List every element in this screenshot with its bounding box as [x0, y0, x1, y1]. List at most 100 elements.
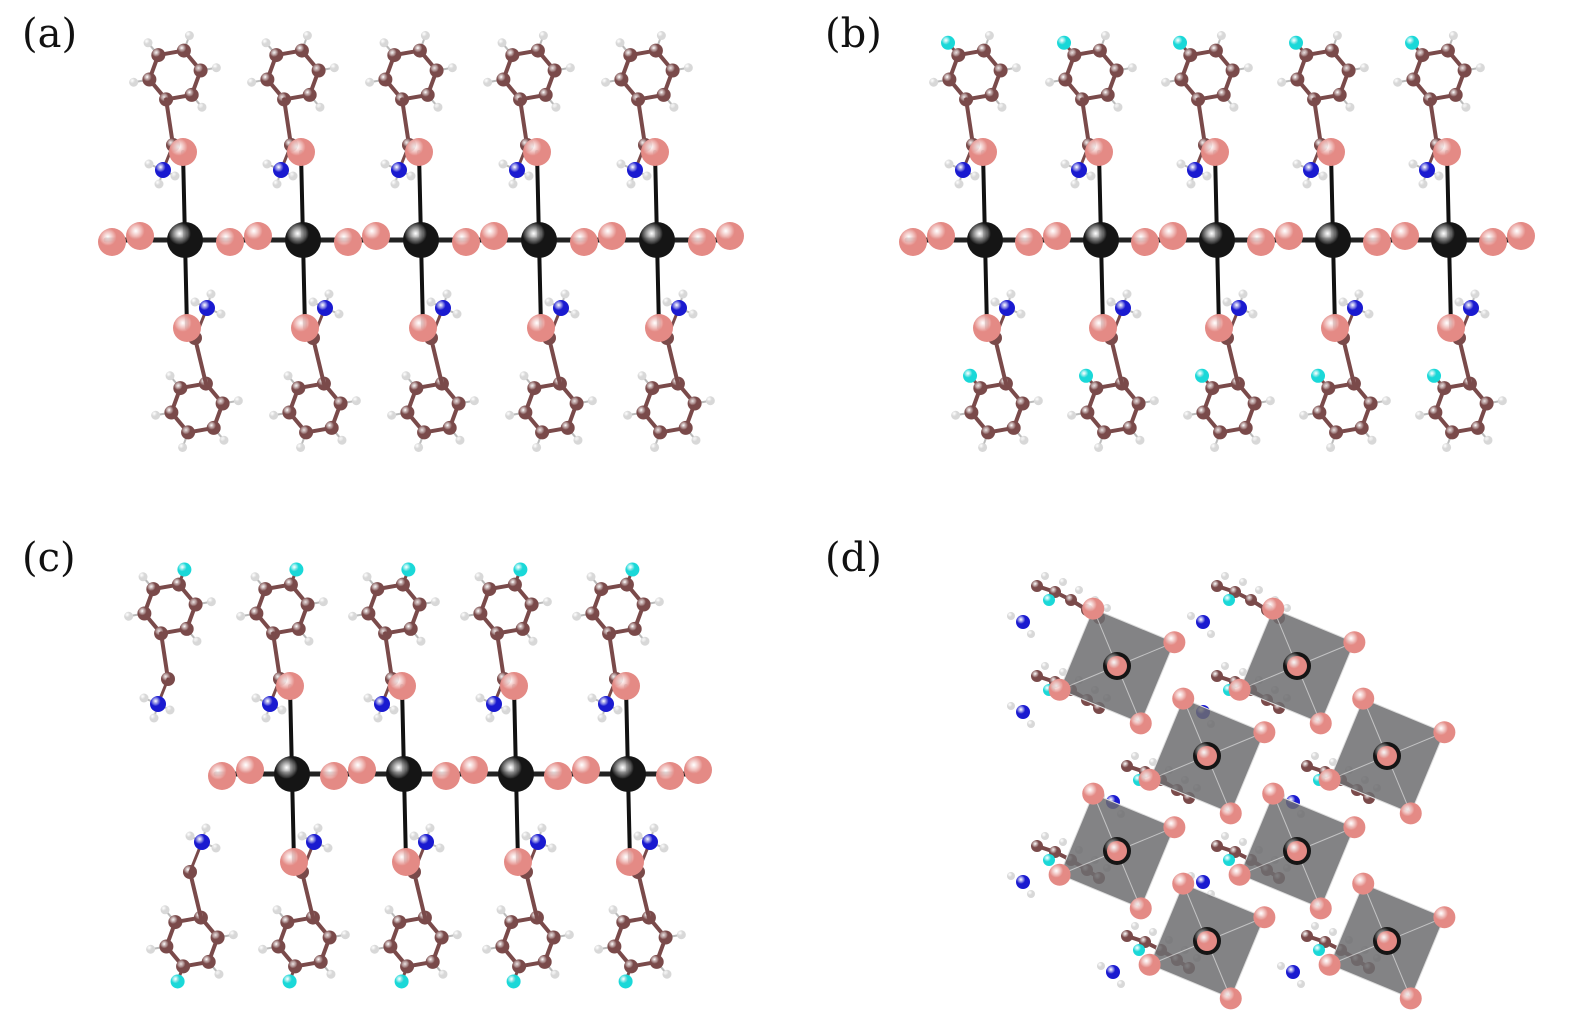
- hydrogen-atom: [379, 38, 389, 48]
- hydrogen-atom: [469, 396, 479, 406]
- cc-bond: [636, 97, 647, 147]
- cc-bond: [412, 870, 427, 920]
- carbon-atom: [1324, 43, 1339, 58]
- hydrogen-atom: [1448, 31, 1458, 41]
- nitrogen-atom: [317, 300, 333, 316]
- carbon-atom: [442, 420, 457, 435]
- halide-atom: [973, 314, 1001, 342]
- carbon-atom: [1183, 48, 1198, 63]
- cc-bond: [188, 870, 203, 920]
- halide-atom: [1343, 816, 1366, 839]
- carbon-atom: [1015, 396, 1030, 411]
- carbon-atom: [1216, 87, 1231, 102]
- hydrogen-atom: [497, 38, 507, 48]
- hydrogen-atom: [201, 823, 211, 833]
- hydrogen-atom: [165, 705, 175, 715]
- cc-bond: [636, 870, 651, 920]
- hydrogen-atom: [1221, 662, 1229, 670]
- hydrogen-atom: [587, 396, 597, 406]
- nitrogen-atom: [1115, 300, 1131, 316]
- hydrogen-atom: [1113, 102, 1123, 112]
- hydrogen-atom: [1359, 63, 1369, 73]
- halide-atom: [1219, 802, 1242, 825]
- carbon-atom: [623, 48, 638, 63]
- hydrogen-atom: [1302, 179, 1312, 189]
- hydrogen-atom: [1248, 309, 1258, 319]
- halide-atom: [280, 848, 308, 876]
- hydrogen-atom: [143, 38, 153, 48]
- nitrogen-atom: [1463, 300, 1479, 316]
- hydrogen-atom: [1239, 838, 1247, 846]
- hydrogen-atom: [1027, 720, 1035, 728]
- hydrogen-atom: [315, 102, 325, 112]
- halide-atom: [173, 314, 201, 342]
- hydrogen-atom: [688, 309, 698, 319]
- halide-atom: [572, 756, 600, 784]
- structure-b: [899, 31, 1535, 452]
- halide-atom: [1363, 228, 1391, 256]
- hydrogen-atom: [1202, 171, 1212, 181]
- hydrogen-atom: [1210, 442, 1220, 452]
- fluorine-atom: [1223, 854, 1235, 866]
- carbon-atom: [505, 48, 520, 63]
- hydrogen-atom: [1060, 159, 1070, 169]
- nitrogen-atom: [374, 696, 390, 712]
- panel-label-d: (d): [825, 535, 882, 581]
- hydrogen-atom: [1255, 586, 1263, 594]
- hydrogen-atom: [165, 371, 175, 381]
- halide-atom: [98, 228, 126, 256]
- hydrogen-atom: [362, 572, 372, 582]
- carbon-atom: [546, 930, 561, 945]
- carbon-atom: [258, 582, 273, 597]
- carbon-atom: [1174, 72, 1189, 87]
- structure-c: [124, 562, 712, 989]
- hydrogen-atom: [380, 159, 390, 169]
- hydrogen-atom: [216, 309, 226, 319]
- hydrogen-atom: [1075, 586, 1083, 594]
- nitrogen-atom: [1196, 615, 1210, 629]
- metal-atom: [1083, 222, 1119, 258]
- carbon-atom: [171, 577, 186, 592]
- fluorine-atom: [1043, 854, 1055, 866]
- carbon-atom: [206, 420, 221, 435]
- fluorine-atom: [1043, 594, 1055, 606]
- hydrogen-atom: [642, 171, 652, 181]
- hydrogen-atom: [1094, 442, 1104, 452]
- nitrogen-atom: [1196, 875, 1210, 889]
- fluorine-atom: [1079, 368, 1094, 383]
- hydrogen-atom: [669, 102, 679, 112]
- hydrogen-atom: [544, 297, 554, 307]
- metal-atom: [386, 756, 422, 792]
- hydrogen-atom: [178, 442, 188, 452]
- hydrogen-atom: [192, 636, 202, 646]
- carbon-atom: [507, 577, 522, 592]
- metal-atom: [167, 222, 203, 258]
- hydrogen-atom: [521, 831, 531, 841]
- panel-d: (d): [787, 516, 1575, 1033]
- halide-atom: [244, 222, 272, 250]
- cc-bond: [383, 631, 394, 681]
- halide-atom: [480, 222, 508, 250]
- nitrogen-atom: [1347, 300, 1363, 316]
- halide-atom: [1287, 841, 1307, 861]
- hydrogen-atom: [435, 843, 445, 853]
- fluorine-atom: [282, 974, 297, 989]
- hydrogen-atom: [984, 31, 994, 41]
- carbon-atom: [311, 63, 326, 78]
- halide-atom: [1247, 228, 1275, 256]
- carbon-atom: [288, 959, 303, 974]
- hydrogen-atom: [1007, 702, 1015, 710]
- carbon-atom: [395, 577, 410, 592]
- nitrogen-atom: [262, 696, 278, 712]
- cc-bond: [1225, 336, 1240, 386]
- carbon-atom: [614, 72, 629, 87]
- fluorine-atom: [513, 562, 528, 577]
- hydrogen-atom: [1483, 435, 1493, 445]
- carbon-atom: [1131, 396, 1146, 411]
- halide-atom: [598, 222, 626, 250]
- halide-atom: [500, 672, 528, 700]
- hydrogen-atom: [586, 572, 596, 582]
- fluorine-atom: [177, 562, 192, 577]
- halide-atom: [1219, 987, 1242, 1010]
- carbon-atom: [142, 72, 157, 87]
